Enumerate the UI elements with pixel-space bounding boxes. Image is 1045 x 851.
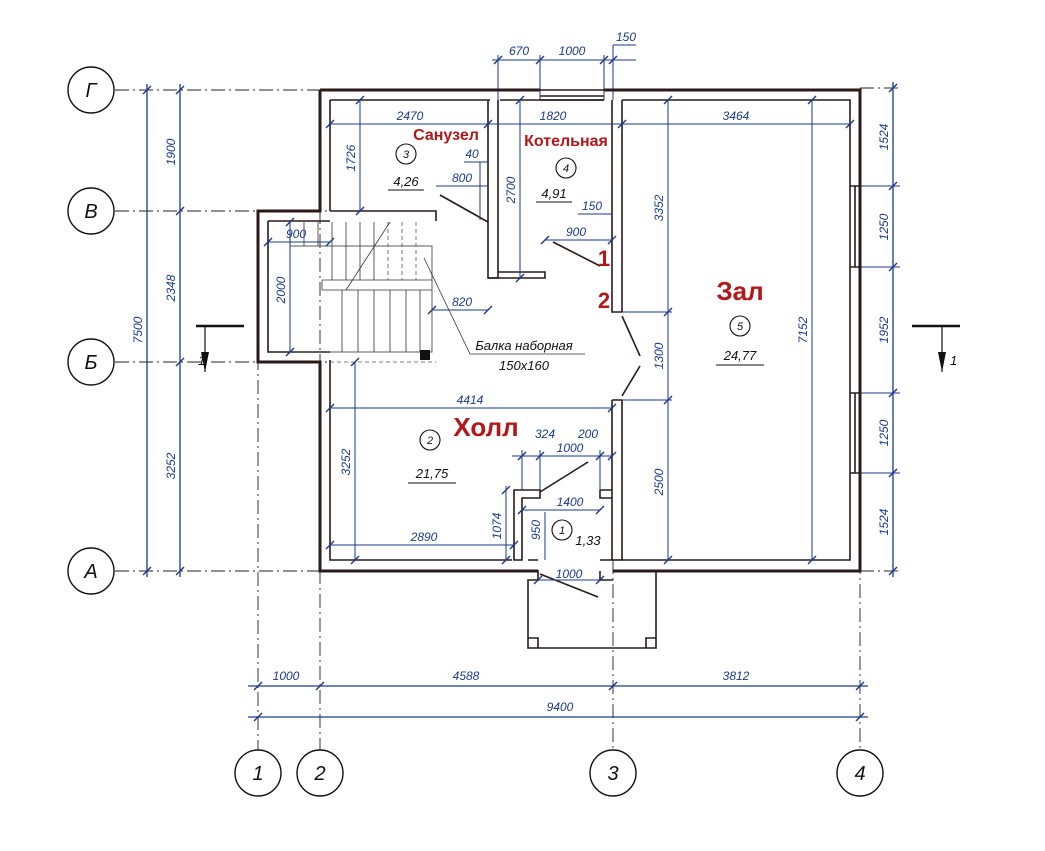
svg-text:200: 200 <box>577 427 598 441</box>
beam-annotation: Балка наборная 150x160 <box>423 257 585 373</box>
axis-bubble-1: 1 <box>234 749 282 797</box>
svg-text:324: 324 <box>535 427 555 441</box>
room-zal: Зал 5 24,77 <box>716 276 764 366</box>
svg-text:2000: 2000 <box>274 276 288 304</box>
svg-text:1000: 1000 <box>556 567 583 581</box>
room-sanuzel: Санузел 3 4,26 <box>388 127 479 191</box>
right-dimensions: 1524 1250 1952 1250 1524 <box>860 82 900 577</box>
svg-text:1,33: 1,33 <box>575 533 601 548</box>
svg-text:7500: 7500 <box>131 316 145 343</box>
svg-text:Холл: Холл <box>453 412 518 442</box>
axis-bubble-b: Б <box>67 338 115 386</box>
door-mark-2: 2 <box>598 288 610 313</box>
svg-text:40: 40 <box>465 147 479 161</box>
top-dimensions: 670 1000 150 <box>492 30 636 100</box>
svg-text:2700: 2700 <box>504 176 518 204</box>
svg-text:1524: 1524 <box>877 508 891 535</box>
svg-text:5: 5 <box>737 321 744 333</box>
svg-text:1: 1 <box>198 353 205 368</box>
svg-text:1726: 1726 <box>344 144 358 171</box>
svg-text:670: 670 <box>509 44 529 58</box>
svg-text:2348: 2348 <box>164 274 178 302</box>
svg-text:150: 150 <box>582 199 602 213</box>
svg-text:4,26: 4,26 <box>393 174 419 189</box>
interior-walls <box>330 100 657 649</box>
svg-text:1000: 1000 <box>557 441 584 455</box>
svg-text:4,91: 4,91 <box>541 186 566 201</box>
svg-text:4414: 4414 <box>457 393 484 407</box>
svg-text:950: 950 <box>529 520 543 540</box>
svg-text:1: 1 <box>252 763 263 785</box>
axis-bubble-4: 4 <box>836 749 884 797</box>
svg-text:1000: 1000 <box>559 44 586 58</box>
door-mark-1: 1 <box>598 246 610 271</box>
outer-walls <box>256 88 862 573</box>
bottom-dimensions: 1000 4588 3812 9400 <box>248 669 868 722</box>
room-holl: Холл 2 21,75 <box>408 412 519 484</box>
svg-text:2: 2 <box>313 763 325 785</box>
svg-text:1820: 1820 <box>540 109 567 123</box>
svg-text:4588: 4588 <box>453 669 480 683</box>
svg-text:Б: Б <box>84 352 97 374</box>
svg-text:1: 1 <box>559 525 565 537</box>
svg-text:1250: 1250 <box>877 213 891 240</box>
svg-text:3252: 3252 <box>339 448 353 475</box>
axis-bubble-g: Г <box>67 66 115 114</box>
svg-text:Санузел: Санузел <box>413 127 479 144</box>
svg-text:24,77: 24,77 <box>723 348 757 363</box>
room-tambur: 1 1,33 <box>551 519 601 548</box>
svg-text:1952: 1952 <box>877 316 891 343</box>
interior-dimensions: 2470 1820 3464 1726 40 800 2700 150 900 … <box>263 95 855 585</box>
svg-text:3252: 3252 <box>164 452 178 479</box>
svg-text:4: 4 <box>563 163 569 175</box>
svg-text:Зал: Зал <box>716 276 763 306</box>
svg-text:3464: 3464 <box>723 109 750 123</box>
svg-text:2: 2 <box>426 435 433 447</box>
svg-text:1: 1 <box>950 353 957 368</box>
svg-text:2470: 2470 <box>396 109 424 123</box>
svg-text:3: 3 <box>403 149 410 161</box>
svg-text:3812: 3812 <box>723 669 750 683</box>
svg-text:4: 4 <box>854 763 865 785</box>
svg-text:900: 900 <box>286 227 306 241</box>
svg-text:3352: 3352 <box>652 194 666 221</box>
svg-text:3: 3 <box>607 763 618 785</box>
svg-text:В: В <box>84 201 97 223</box>
staircase <box>289 221 436 363</box>
svg-text:1074: 1074 <box>490 512 504 539</box>
svg-text:900: 900 <box>566 225 586 239</box>
axis-bubble-a: А <box>67 547 115 595</box>
section-mark-right: 1 <box>912 324 960 372</box>
svg-text:150: 150 <box>616 30 636 44</box>
svg-text:1900: 1900 <box>164 138 178 165</box>
svg-text:800: 800 <box>452 171 472 185</box>
svg-text:2500: 2500 <box>652 468 666 496</box>
svg-text:2890: 2890 <box>410 530 438 544</box>
svg-text:Балка наборная: Балка наборная <box>475 338 572 353</box>
svg-text:Котельная: Котельная <box>524 133 608 150</box>
axis-bubble-v: В <box>67 187 115 235</box>
room-kotelnaya: Котельная 4 4,91 <box>524 133 608 203</box>
svg-text:9400: 9400 <box>547 700 574 714</box>
axis-bubble-2: 2 <box>296 749 344 797</box>
axis-bubble-3: 3 <box>589 749 637 797</box>
svg-text:А: А <box>83 561 97 583</box>
section-mark-left: 1 <box>196 324 244 372</box>
svg-text:1300: 1300 <box>652 342 666 369</box>
svg-text:Г: Г <box>86 80 99 102</box>
svg-text:21,75: 21,75 <box>415 466 449 481</box>
svg-text:1250: 1250 <box>877 419 891 446</box>
svg-text:1524: 1524 <box>877 123 891 150</box>
left-dimensions: 7500 1900 2348 3252 <box>131 84 185 577</box>
svg-text:1400: 1400 <box>557 495 584 509</box>
svg-text:150x160: 150x160 <box>499 358 550 373</box>
svg-text:1000: 1000 <box>273 669 300 683</box>
svg-text:820: 820 <box>452 295 472 309</box>
svg-text:7152: 7152 <box>796 316 810 343</box>
